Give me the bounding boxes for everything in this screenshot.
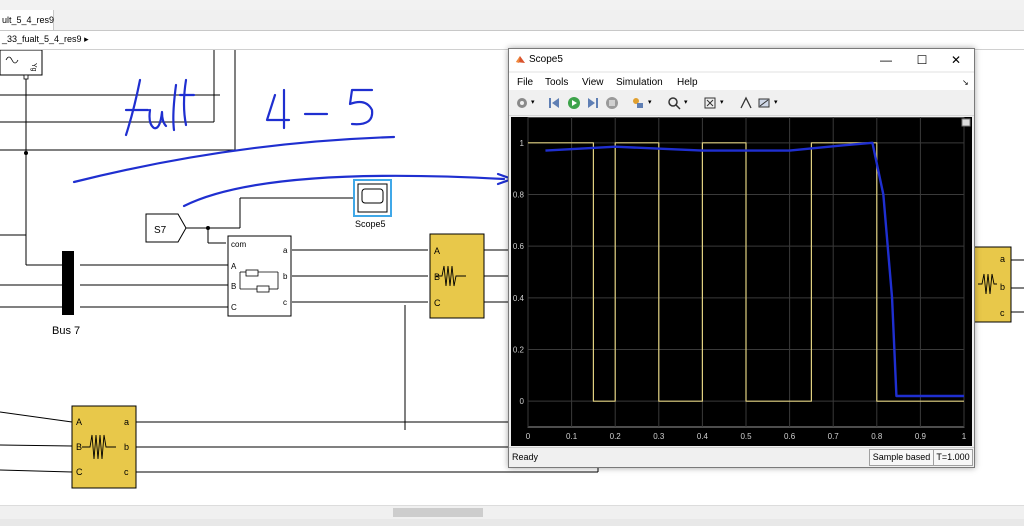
svg-text:Yg: Yg — [30, 63, 37, 72]
y-tick-label: 0.8 — [513, 191, 525, 200]
line-port-C: C — [76, 467, 83, 477]
switch-icon — [239, 269, 279, 293]
scope-plot-area[interactable]: 0 0.1 0.2 0.3 0.4 0.5 0.6 0.7 0.8 0.9 1 0 0.2 0.4 0.6 0… — [511, 116, 972, 446]
scope-chart[interactable]: 0 0.1 0.2 0.3 0.4 0.5 0.6 0.7 0.8 0.9 1 0 0.2 0.4 0.6 0… — [511, 116, 972, 446]
line-block-mid[interactable]: A B C — [429, 233, 485, 319]
title-bar[interactable] — [509, 49, 974, 71]
menu-help[interactable]: Help — [677, 77, 698, 88]
cursor-measure-icon[interactable] — [739, 96, 753, 110]
horizontal-scrollbar[interactable] — [0, 505, 1024, 520]
x-tick-label: 0.5 — [740, 432, 752, 441]
wires-top — [0, 50, 1024, 430]
fault-com-label: com — [231, 240, 246, 249]
fault-port-A: A — [231, 262, 237, 271]
fault-port-a: a — [283, 246, 288, 255]
bus-bar[interactable]: Bus 7 — [52, 251, 80, 337]
x-tick-label: 0.7 — [828, 432, 840, 441]
scope-block-label: Scope5 — [355, 219, 386, 229]
line-block-right[interactable]: a b c — [972, 246, 1012, 323]
fault-block[interactable]: com A B C a b c — [227, 235, 292, 317]
chevron-down-icon[interactable]: ▾ — [531, 99, 535, 106]
y-tick-label: 0.4 — [513, 294, 525, 303]
source-block[interactable]: Yg — [0, 50, 43, 80]
highlight-icon[interactable] — [631, 96, 645, 110]
status-bar — [509, 447, 974, 467]
goto-tag-s7[interactable]: S7 — [145, 213, 187, 243]
status-text: Ready — [512, 452, 539, 462]
line-port-a: a — [124, 417, 129, 427]
x-tick-label: 0.3 — [653, 432, 665, 441]
bottom-strip — [0, 519, 1024, 526]
junction-dot — [206, 226, 210, 230]
menu-simulation[interactable]: Simulation — [616, 77, 663, 88]
bus-label: Bus 7 — [52, 325, 80, 337]
window-title: Scope5 — [529, 54, 563, 65]
x-tick-label: 0.2 — [610, 432, 622, 441]
line-port-c: c — [1000, 308, 1005, 318]
run-icon[interactable] — [567, 96, 581, 110]
tab-model[interactable]: ult_5_4_res9 — [0, 10, 54, 30]
line-port-b: b — [1000, 282, 1005, 292]
line-port-c: c — [124, 467, 129, 477]
line-port-B: B — [76, 442, 82, 452]
fault-port-c: c — [283, 298, 287, 307]
y-tick-label: 1 — [520, 139, 525, 148]
x-tick-label: 0.8 — [871, 432, 883, 441]
series-line — [545, 141, 964, 398]
step-back-icon[interactable] — [547, 96, 561, 110]
x-tick-label: 0.9 — [915, 432, 927, 441]
sample-mode: Sample based — [869, 449, 934, 466]
menu-tools[interactable]: Tools — [545, 77, 569, 88]
step-forward-icon[interactable] — [586, 96, 600, 110]
toolbar — [509, 92, 974, 116]
line-port-A: A — [76, 417, 82, 427]
x-tick-label: 0 — [526, 432, 531, 441]
y-tick-label: 0 — [520, 397, 525, 406]
chevron-down-icon[interactable]: ▾ — [684, 99, 688, 106]
series-line — [528, 142, 964, 402]
zoom-icon[interactable] — [667, 96, 681, 110]
expand-axes-icon[interactable] — [961, 118, 971, 127]
tab-bar — [0, 10, 1024, 31]
handwritten-annotation — [72, 78, 514, 208]
style-icon[interactable] — [757, 96, 771, 110]
chevron-down-icon[interactable]: ▾ — [648, 99, 652, 106]
x-tick-label: 1 — [962, 432, 967, 441]
menu-view[interactable]: View — [582, 77, 604, 88]
breadcrumb[interactable]: _33_fualt_5_4_res9 ▸ — [2, 34, 89, 44]
fault-port-B: B — [231, 282, 236, 291]
x-tick-label: 0.4 — [697, 432, 709, 441]
line-port-a: a — [1000, 254, 1005, 264]
close-icon[interactable]: ✕ — [950, 53, 962, 67]
goto-label: S7 — [154, 225, 167, 236]
line-block-bottom[interactable]: A B C a b c — [71, 405, 137, 489]
minimize-icon[interactable]: — — [880, 53, 892, 67]
line-port-A: A — [434, 246, 440, 256]
chevron-down-icon[interactable]: ▾ — [774, 99, 778, 106]
time-display: T=1.000 — [933, 449, 973, 466]
model-canvas[interactable]: Yg S7 Bus 7 com A B C a b c — [0, 50, 1024, 505]
menu-bar — [509, 73, 974, 90]
dock-icon[interactable]: ↘ — [962, 78, 969, 87]
fault-port-C: C — [231, 303, 237, 312]
maximize-icon[interactable]: ☐ — [916, 53, 928, 67]
line-port-b: b — [124, 442, 129, 452]
junction-dot — [24, 151, 28, 155]
settings-gear-icon[interactable] — [515, 96, 529, 110]
scrollbar-thumb[interactable] — [393, 508, 483, 517]
y-tick-label: 0.2 — [513, 346, 525, 355]
scope-window[interactable]: Scope5 — ☐ ✕ File Tools View Simulation … — [508, 48, 975, 468]
x-tick-label: 0.1 — [566, 432, 578, 441]
scope-block[interactable]: Scope5 — [353, 179, 392, 229]
x-tick-label: 0.6 — [784, 432, 796, 441]
menu-file[interactable]: File — [517, 77, 534, 88]
matlab-icon — [516, 56, 525, 63]
fault-port-b: b — [283, 272, 288, 281]
autoscale-icon[interactable] — [703, 96, 717, 110]
stop-icon[interactable] — [605, 96, 619, 110]
line-port-B: B — [434, 272, 440, 282]
y-tick-label: 0.6 — [513, 242, 525, 251]
line-port-C: C — [434, 298, 441, 308]
chevron-down-icon[interactable]: ▾ — [720, 99, 724, 106]
